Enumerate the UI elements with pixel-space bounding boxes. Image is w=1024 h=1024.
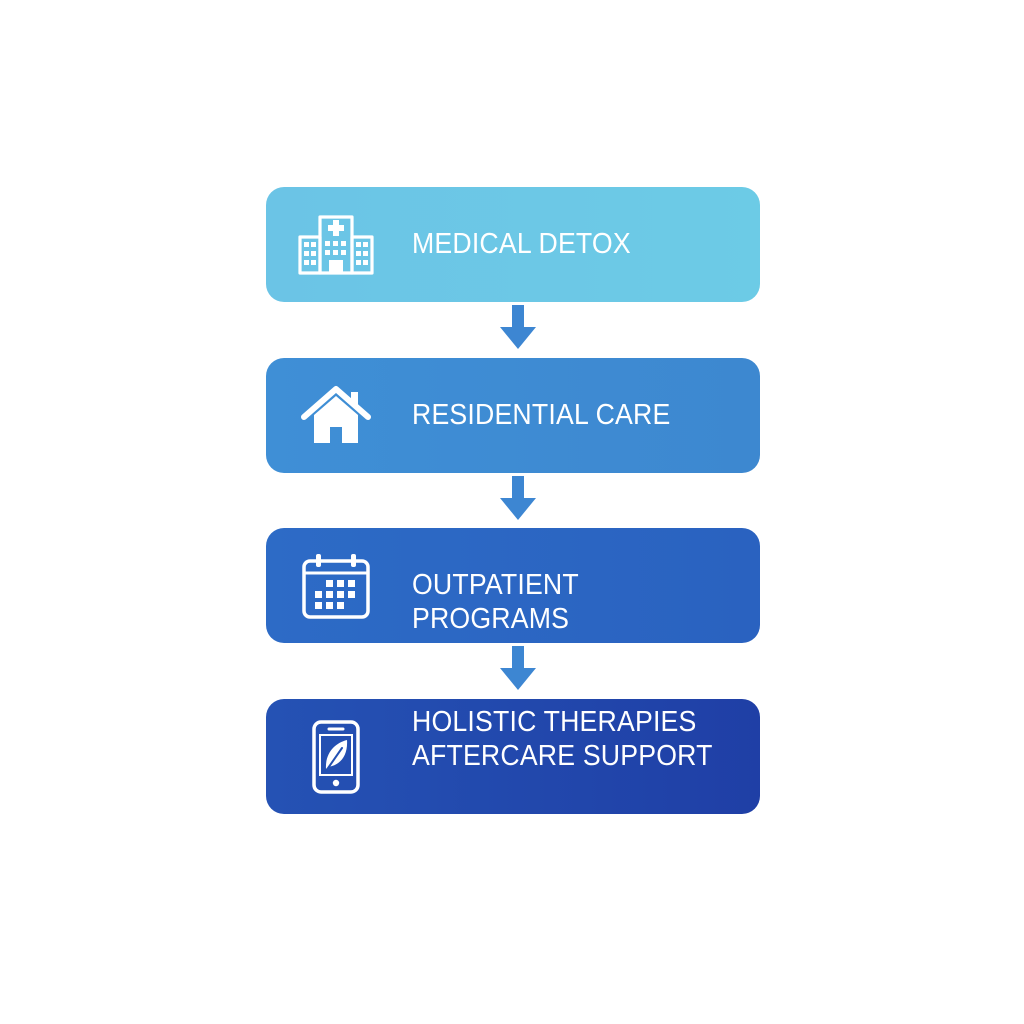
house-icon	[298, 378, 374, 454]
phone-leaf-icon	[298, 719, 374, 795]
arrow-down-icon	[500, 305, 536, 349]
step-outpatient-programs: OUTPATIENT PROGRAMS	[266, 528, 760, 643]
step-label: OUTPATIENT PROGRAMS	[412, 568, 579, 635]
hospital-icon	[298, 207, 374, 283]
step-label: MEDICAL DETOX	[412, 227, 631, 260]
arrow-down-icon	[500, 476, 536, 520]
arrow-down-icon	[500, 646, 536, 690]
calendar-icon	[298, 548, 374, 624]
step-label: HOLISTIC THERAPIES AFTERCARE SUPPORT	[412, 705, 714, 773]
step-holistic-aftercare: HOLISTIC THERAPIES AFTERCARE SUPPORT	[266, 699, 760, 814]
step-residential-care: RESIDENTIAL CARE	[266, 358, 760, 473]
step-label-line-2: AFTERCARE SUPPORT	[412, 740, 713, 773]
step-label-line-1: HOLISTIC THERAPIES	[412, 706, 697, 738]
step-medical-detox: MEDICAL DETOX	[266, 187, 760, 302]
step-label: RESIDENTIAL CARE	[412, 398, 671, 431]
